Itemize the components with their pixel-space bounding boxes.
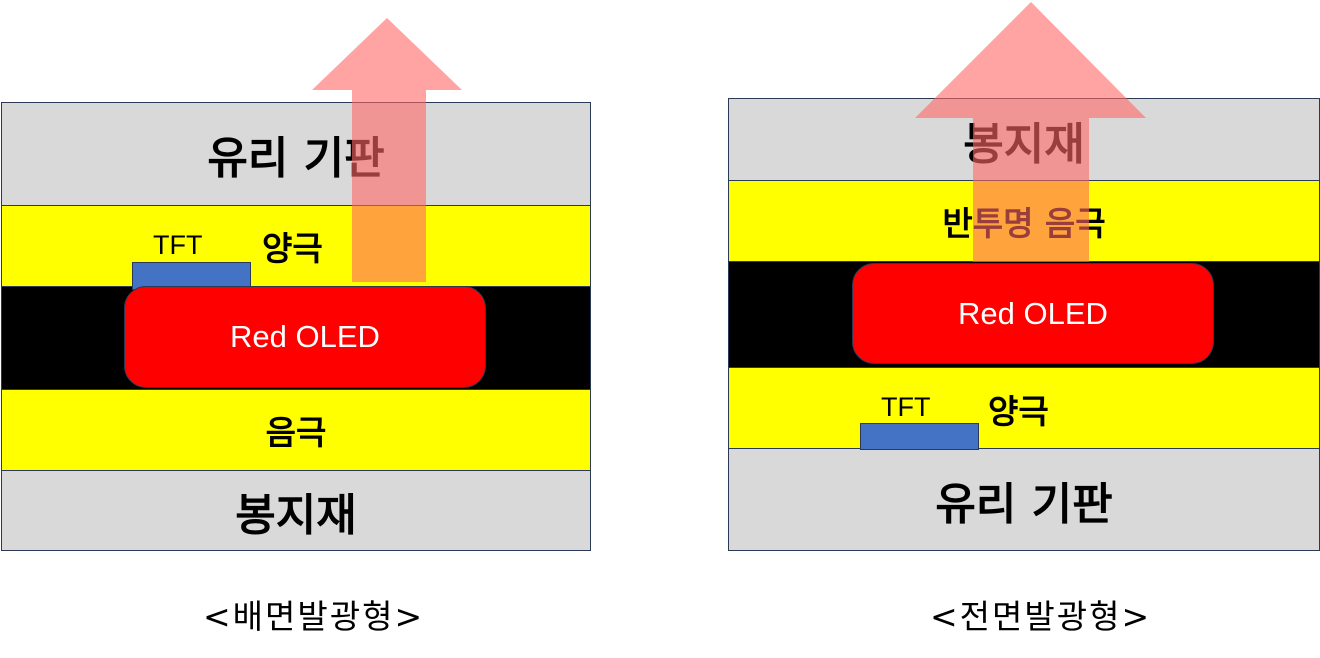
bottom-emission-diagram: 유리 기판 음극 봉지재 TFT 양극 Red OLED <배면발광형> [0,0,600,658]
top-emission-semi-transparent-cathode: 반투명 음극 [728,180,1320,262]
bottom-emission-tft-label: TFT [153,230,203,260]
semi-transparent-cathode-label: 반투명 음극 [942,204,1106,243]
encapsulant-label: 봉지재 [963,118,1085,170]
top-emission-encapsulant: 봉지재 [728,98,1320,181]
cathode-label: 음극 [265,413,327,452]
glass-substrate-label: 유리 기판 [935,478,1113,530]
top-emission-tft-label: TFT [881,392,931,422]
encapsulant-label: 봉지재 [235,489,357,541]
bottom-emission-red-oled: Red OLED [124,286,486,388]
bottom-emission-cathode-layer: 음극 [1,389,591,471]
bottom-emission-glass-substrate: 유리 기판 [1,102,591,206]
top-emission-anode-layer [728,367,1320,449]
top-emission-tft [860,423,979,450]
bottom-emission-caption: <배면발광형> [203,597,425,636]
top-emission-caption: <전면발광형> [930,597,1152,636]
bottom-emission-encapsulant: 봉지재 [1,470,591,551]
top-emission-glass-substrate: 유리 기판 [728,448,1320,551]
top-emission-anode-label: 양극 [988,392,1049,431]
red-oled-label: Red OLED [230,319,380,354]
top-emission-red-oled: Red OLED [852,263,1214,364]
red-oled-label: Red OLED [958,295,1108,331]
